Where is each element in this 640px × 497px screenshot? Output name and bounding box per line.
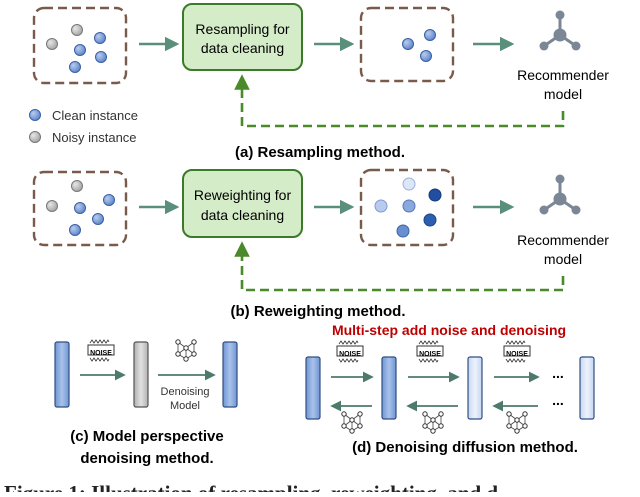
resampling-process-label-2: data cleaning [201, 40, 284, 56]
noisy-instance-dot [46, 38, 58, 50]
noisy-instance-dot [46, 200, 58, 212]
feedback-arrow [234, 74, 565, 128]
noise-tag-label: NOISE [506, 351, 528, 358]
resampling-process-label: Resampling for [195, 21, 289, 37]
clean-instance-dot [424, 29, 436, 41]
neural-net-icon [506, 411, 528, 434]
embedding-bar [467, 356, 483, 420]
recommender-model-label-2: model [544, 251, 582, 267]
input-data-box-b [32, 170, 128, 247]
caption-b: (b) Reweighting method. [231, 303, 406, 320]
clean-instance-dot [69, 224, 81, 236]
ellipsis-bottom: ... [552, 392, 564, 408]
clean-instance-dot [69, 61, 81, 73]
output-data-box-a [359, 6, 455, 83]
denoised-embedding-bar [222, 341, 238, 408]
reweighting-process-label-2: data cleaning [201, 207, 284, 223]
neural-net-icon [422, 411, 444, 434]
legend-noisy-dot [29, 131, 41, 143]
clean-instance-dot [74, 202, 86, 214]
caption-d: (d) Denoising diffusion method. [352, 439, 578, 456]
noise-tag-label: NOISE [339, 351, 361, 358]
diffusion-title: Multi-step add noise and denoising [332, 322, 566, 338]
input-data-box-a [32, 6, 128, 85]
clean-instance-dot [95, 51, 107, 63]
weighted-instance-dot [396, 224, 410, 238]
legend-clean-label: Clean instance [52, 108, 138, 123]
figure-caption-fragment: Figure 1: Illustration of resampling, re… [4, 481, 498, 492]
embedding-bar [579, 356, 595, 420]
weighted-instance-dot [402, 199, 416, 213]
clean-instance-dot [103, 194, 115, 206]
caption-c: (c) Model perspective [70, 428, 223, 445]
noise-tag-label: NOISE [90, 350, 112, 357]
caption-c-2: denoising method. [80, 450, 213, 467]
neural-net-icon [341, 411, 363, 434]
noisy-embedding-bar [133, 341, 149, 408]
embedding-bar [54, 341, 70, 408]
panel-c-model-perspective: NOISE Denoising Model (c) Model perspect… [54, 339, 238, 467]
recommender-model-icon [538, 9, 582, 52]
panel-a-resampling: Resampling for data cleaning Recommender… [29, 3, 609, 161]
caption-a: (a) Resampling method. [235, 144, 405, 161]
clean-instance-dot [92, 213, 104, 225]
reweighting-process-label: Reweighting for [194, 187, 292, 203]
embedding-bar [381, 356, 397, 420]
legend-noisy-label: Noisy instance [52, 130, 137, 145]
recommender-model-label: Recommender [517, 67, 609, 83]
recommender-model-icon [538, 173, 582, 216]
ellipsis-top: ... [552, 365, 564, 381]
clean-instance-dot [402, 38, 414, 50]
noisy-instance-dot [71, 180, 83, 192]
weighted-instance-dot [428, 188, 442, 202]
panel-d-diffusion: Multi-step add noise and denoising NOISE… [305, 322, 595, 456]
reweighting-process-box [182, 169, 303, 238]
resampling-process-box [182, 3, 303, 71]
noise-tag-label: NOISE [419, 351, 441, 358]
denoising-model-label-2: Model [170, 400, 200, 412]
denoising-model-label: Denoising [161, 386, 210, 398]
clean-instance-dot [74, 44, 86, 56]
output-data-box-b [359, 168, 455, 247]
feedback-arrow [234, 241, 565, 292]
recommender-model-label-2: model [544, 86, 582, 102]
recommender-model-label: Recommender [517, 232, 609, 248]
weighted-instance-dot [423, 213, 437, 227]
panel-b-reweighting: Reweighting for data cleaning Recommende… [32, 168, 609, 320]
clean-instance-dot [420, 50, 432, 62]
weighted-instance-dot [402, 177, 416, 191]
embedding-bar [305, 356, 321, 420]
weighted-instance-dot [374, 199, 388, 213]
neural-net-icon [175, 339, 197, 362]
clean-instance-dot [94, 32, 106, 44]
legend-clean-dot [29, 109, 41, 121]
noisy-instance-dot [71, 24, 83, 36]
